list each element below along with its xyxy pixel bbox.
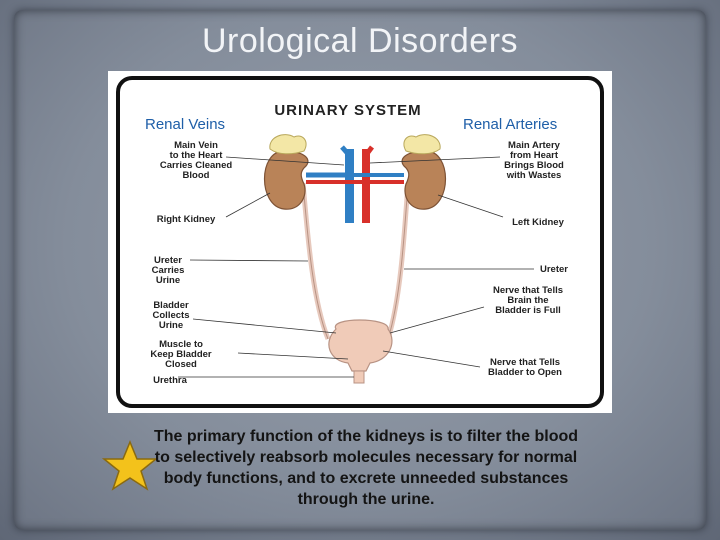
diagram-svg: URINARY SYSTEM Renal Veins Renal Arterie… xyxy=(116,76,604,408)
vein-branch xyxy=(340,145,351,157)
overlay-renal-veins: Renal Veins xyxy=(145,116,225,133)
bladder-shape xyxy=(328,319,393,372)
label-muscle-3: Closed xyxy=(165,359,197,370)
vena-cava xyxy=(345,149,354,223)
label-ureter-left-1: Ureter xyxy=(154,255,182,266)
label-bladder-1: Bladder xyxy=(153,300,189,311)
label-main-artery-1: Main Artery xyxy=(508,140,561,151)
label-bladder-2: Collects xyxy=(153,310,190,321)
left-labels: Main Vein to the Heart Carries Cleaned B… xyxy=(150,140,232,386)
label-left-kidney: Left Kidney xyxy=(512,217,564,228)
label-bladder-3: Urine xyxy=(159,320,183,331)
left-ureter-edge xyxy=(387,182,409,340)
star-icon xyxy=(101,440,159,491)
label-ureter-left-2: Carries xyxy=(152,265,185,276)
urethra-shape xyxy=(353,370,365,384)
label-nerve-full-3: Bladder is Full xyxy=(495,305,560,316)
label-main-vein-3: Carries Cleaned xyxy=(160,160,233,171)
right-labels: Main Artery from Heart Brings Blood with… xyxy=(488,140,568,378)
label-nerve-open-1: Nerve that Tells xyxy=(490,357,560,368)
label-main-vein-4: Blood xyxy=(183,170,210,181)
slide-title: Urological Disorders xyxy=(201,22,519,60)
left-adrenal-gland xyxy=(403,134,441,155)
right-adrenal-gland xyxy=(269,134,307,155)
label-ureter-right: Ureter xyxy=(540,264,568,275)
label-main-vein-2: to the Heart xyxy=(170,150,224,161)
label-muscle-2: Keep Bladder xyxy=(150,349,212,360)
pointer-lines xyxy=(178,156,534,378)
label-nerve-full-1: Nerve that Tells xyxy=(493,285,563,296)
label-main-artery-4: with Wastes xyxy=(506,170,562,181)
label-nerve-open-2: Bladder to Open xyxy=(488,367,562,378)
label-muscle-1: Muscle to xyxy=(159,339,203,350)
right-ureter-edge xyxy=(302,182,329,340)
aorta xyxy=(362,149,370,223)
label-urethra: Urethra xyxy=(153,375,188,386)
label-main-artery-2: from Heart xyxy=(510,150,559,161)
slide-caption: The primary function of the kidneys is t… xyxy=(153,428,579,508)
artery-branch xyxy=(364,145,374,157)
overlay-renal-arteries: Renal Arteries xyxy=(463,116,557,133)
diagram-heading: URINARY SYSTEM xyxy=(274,102,421,119)
urinary-system-diagram: URINARY SYSTEM Renal Veins Renal Arterie… xyxy=(108,71,612,413)
label-main-artery-3: Brings Blood xyxy=(504,160,564,171)
diagram-border xyxy=(116,76,604,408)
label-ureter-left-3: Urine xyxy=(156,275,180,286)
label-main-vein-1: Main Vein xyxy=(174,140,218,151)
label-nerve-full-2: Brain the xyxy=(507,295,548,306)
right-kidney-shape xyxy=(264,150,309,210)
label-right-kidney: Right Kidney xyxy=(157,214,216,225)
